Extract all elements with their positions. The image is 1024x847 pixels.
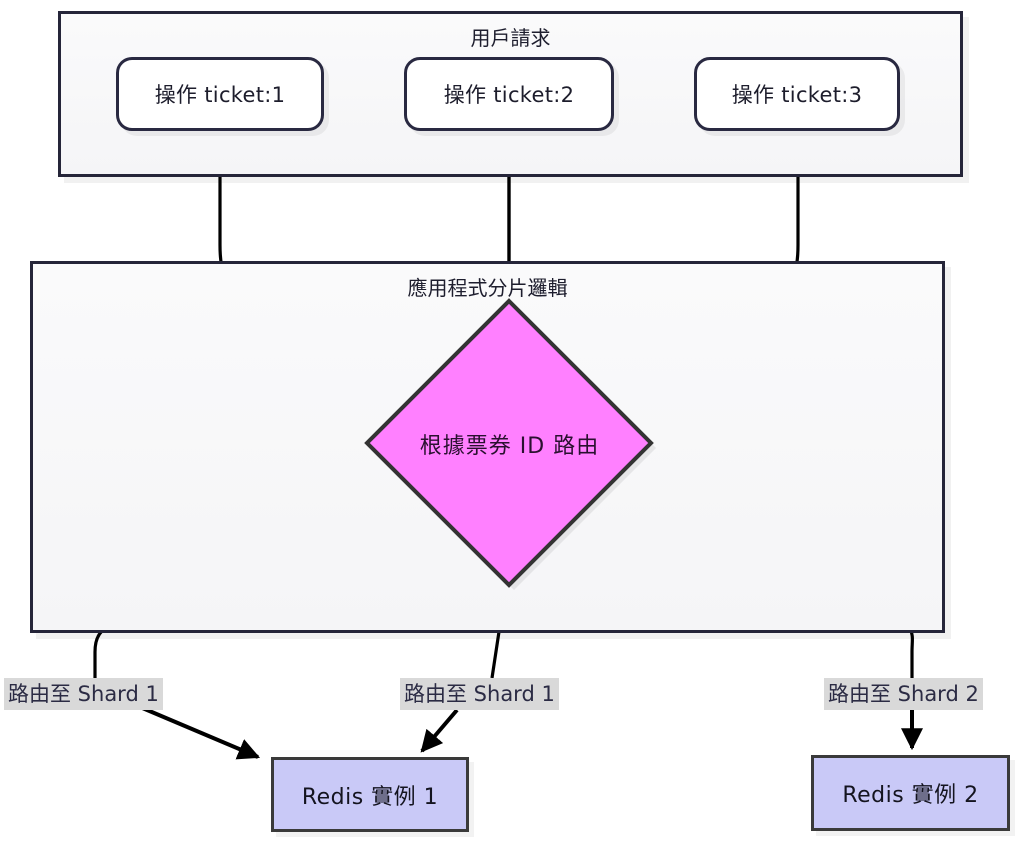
node-ticket-2-label: 操作 ticket:2 (443, 83, 575, 107)
node-redis-instance-1[interactable]: Redis 實例 1 (271, 757, 469, 832)
diamond-shape-icon (364, 298, 656, 590)
node-ticket-1-label: 操作 ticket:1 (154, 83, 286, 107)
subgraph-user-requests-title: 用戶請求 (470, 26, 551, 50)
edge-center-label-to-redis1 (420, 708, 459, 753)
node-redis-instance-2[interactable]: Redis 實例 2 (811, 755, 1010, 831)
edge-left-label-to-redis1 (139, 705, 261, 760)
node-route-by-ticket-id-label: 根據票券 ID 路由 (419, 433, 600, 459)
node-ticket-1[interactable]: 操作 ticket:1 (116, 57, 324, 131)
edge-label-right: 路由至 Shard 2 (824, 678, 983, 711)
edge-label-left: 路由至 Shard 1 (4, 678, 163, 711)
node-ticket-2[interactable]: 操作 ticket:2 (404, 57, 614, 131)
node-ticket-3-label: 操作 ticket:3 (731, 83, 863, 107)
edge-label-center: 路由至 Shard 1 (400, 678, 559, 711)
node-ticket-3[interactable]: 操作 ticket:3 (694, 57, 900, 131)
node-redis-instance-2-label: Redis 實例 2 (842, 783, 979, 808)
subgraph-app-sharding-logic-title: 應用程式分片邏輯 (407, 276, 568, 300)
node-redis-instance-1-label: Redis 實例 1 (301, 784, 439, 810)
node-route-by-ticket-id[interactable]: 根據票券 ID 路由 (362, 296, 662, 596)
